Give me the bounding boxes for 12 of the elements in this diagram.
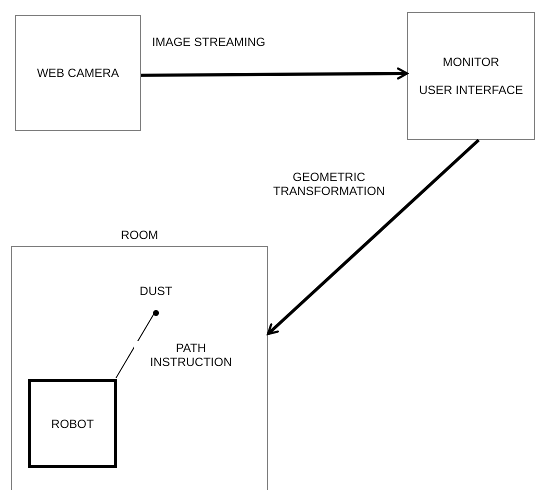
node-label: DUST (140, 284, 172, 298)
connector-line (116, 312, 156, 378)
process-box (407, 12, 535, 140)
robot-box (28, 379, 117, 468)
room-heading: ROOM (120, 228, 160, 242)
node-label: MONITOR (442, 55, 500, 69)
node-label: ROBOT (51, 416, 94, 430)
node-label: WEB CAMERA (36, 66, 119, 80)
process-box (15, 15, 141, 131)
arrow (140, 67, 408, 80)
arrow (266, 138, 480, 336)
node-label: USER INTERFACE (418, 83, 523, 97)
